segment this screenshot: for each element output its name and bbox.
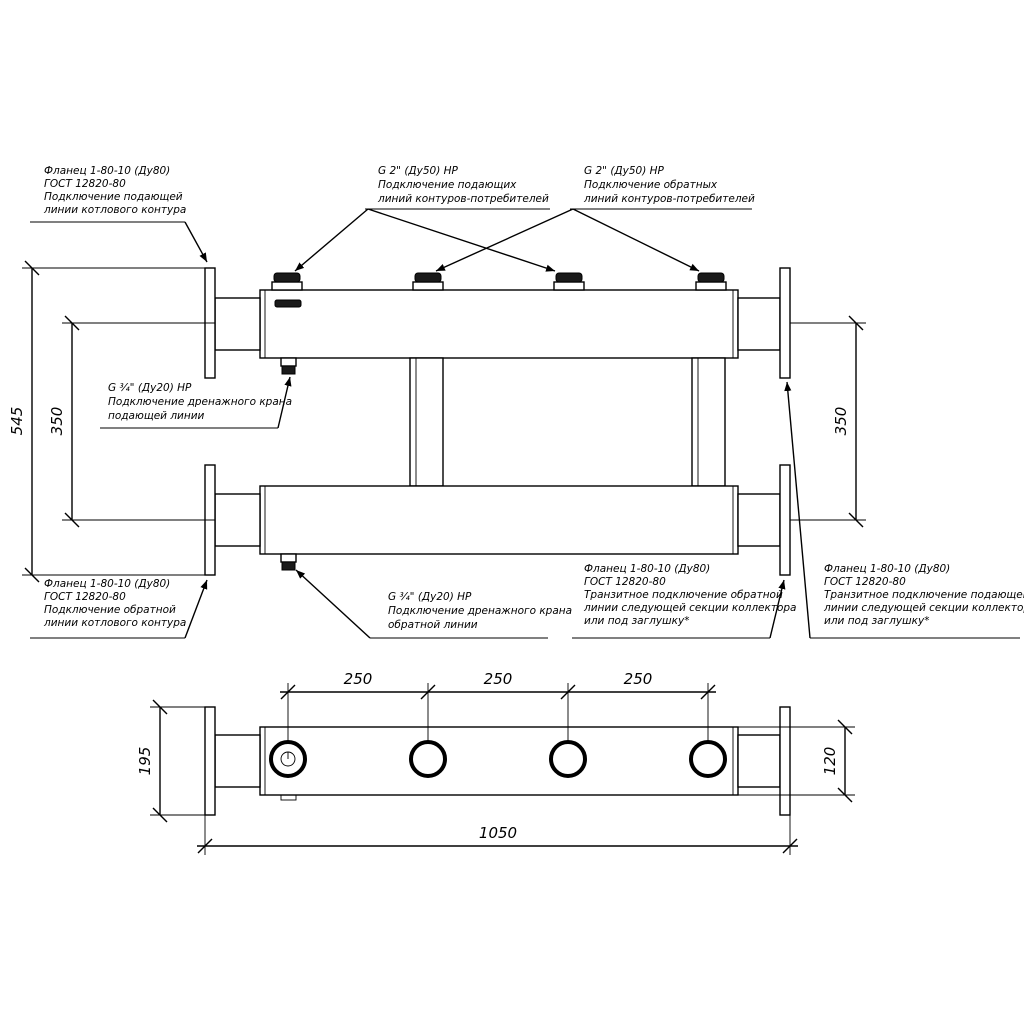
dimension-1050: 1050 bbox=[479, 824, 517, 842]
dimension-350-left: 350 bbox=[48, 407, 66, 436]
front-view bbox=[204, 267, 791, 576]
top-nipples bbox=[271, 272, 727, 291]
note-flange-supply-transit: Фланец 1-80-10 (Ду80) ГОСТ 12820-80 Тран… bbox=[823, 563, 1024, 627]
left-stub-supply bbox=[214, 297, 261, 351]
right-stub-supply bbox=[737, 297, 781, 351]
top-view-header bbox=[259, 726, 739, 796]
top-view-right-flange bbox=[779, 706, 791, 816]
dimension-pitch-3: 250 bbox=[624, 670, 653, 688]
dimension-350-right: 350 bbox=[832, 407, 850, 436]
top-view-left-flange bbox=[204, 706, 216, 816]
dimension-pitch-2: 250 bbox=[484, 670, 513, 688]
note-supply-consumers: G 2" (Ду50) НР Подключение подающих лини… bbox=[377, 165, 549, 205]
supply-header-pipe bbox=[259, 289, 739, 359]
nameplate bbox=[274, 299, 302, 308]
drain-nipple-return bbox=[280, 553, 297, 563]
connecting-pipe-right bbox=[691, 357, 726, 487]
return-header-pipe bbox=[259, 485, 739, 555]
note-drain-return: G ¾" (Ду20) НР Подключение дренажного кр… bbox=[388, 591, 575, 631]
right-stub-return bbox=[737, 493, 781, 547]
dimension-pitch-1: 250 bbox=[344, 670, 373, 688]
dimension-120: 120 bbox=[821, 747, 839, 776]
dimension-545: 545 bbox=[8, 407, 26, 436]
right-flange-return bbox=[779, 464, 791, 576]
right-flange-supply bbox=[779, 267, 791, 379]
callouts: Фланец 1-80-10 (Ду80) ГОСТ 12820-80 Подк… bbox=[30, 165, 1024, 639]
left-stub-return bbox=[214, 493, 261, 547]
dimension-195: 195 bbox=[136, 747, 154, 776]
note-flange-supply-boiler: Фланец 1-80-10 (Ду80) ГОСТ 12820-80 Подк… bbox=[43, 165, 186, 216]
top-view bbox=[204, 706, 791, 816]
front-dimensions: 545 350 350 bbox=[8, 260, 866, 583]
note-drain-supply: G ¾" (Ду20) НР Подключение дренажного кр… bbox=[108, 382, 295, 422]
top-dimensions: 250 250 250 195 120 1050 bbox=[136, 670, 855, 855]
note-return-consumers: G 2" (Ду50) НР Подключение обратных лини… bbox=[583, 165, 755, 205]
drain-nipple-supply bbox=[280, 357, 297, 367]
connecting-pipe-left bbox=[409, 357, 444, 487]
note-flange-return-transit: Фланец 1-80-10 (Ду80) ГОСТ 12820-80 Тран… bbox=[583, 563, 800, 627]
note-flange-return-boiler: Фланец 1-80-10 (Ду80) ГОСТ 12820-80 Подк… bbox=[43, 578, 186, 629]
